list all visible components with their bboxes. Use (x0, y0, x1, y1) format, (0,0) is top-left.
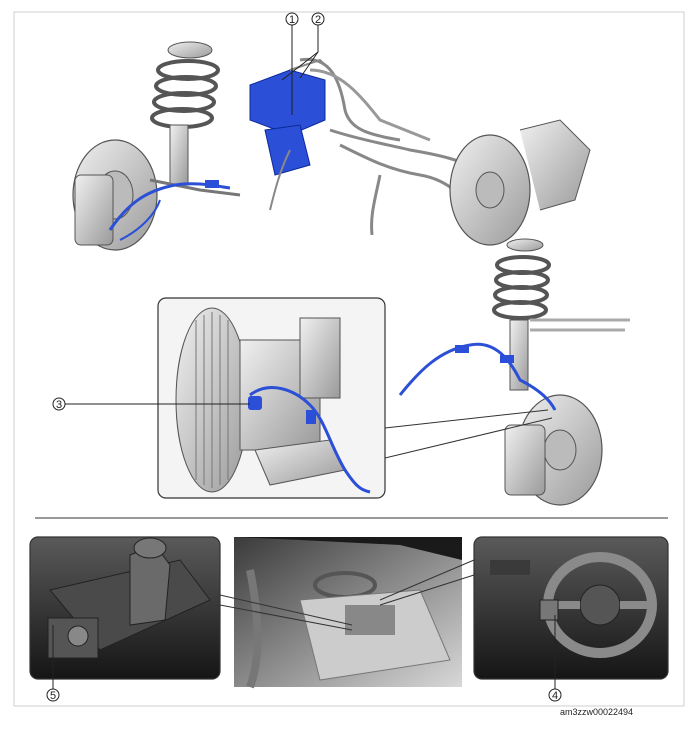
zoom-inset-wheel-sensor (157, 297, 386, 499)
svg-text:2: 2 (315, 14, 321, 26)
svg-text:1: 1 (289, 14, 295, 26)
callout-1: 1 (285, 12, 299, 115)
abs-hydraulic-unit (249, 57, 431, 211)
callout-2: 2 (281, 12, 325, 81)
cabin-leader-lines (219, 559, 475, 631)
left-front-suspension (72, 41, 241, 251)
right-front-suspension (398, 119, 630, 506)
inset-center-console (29, 536, 221, 680)
inset-dashboard (473, 536, 669, 680)
callout-3: 3 (52, 397, 250, 411)
figure-code: am3zzw00022494 (560, 707, 634, 717)
callout-5: 5 (46, 625, 60, 702)
svg-text:5: 5 (50, 690, 56, 702)
svg-text:3: 3 (56, 399, 62, 411)
svg-text:4: 4 (552, 690, 558, 702)
vehicle-cabin-view (234, 537, 462, 689)
inset-leader-lines (384, 409, 553, 459)
callout-4: 4 (548, 615, 562, 702)
